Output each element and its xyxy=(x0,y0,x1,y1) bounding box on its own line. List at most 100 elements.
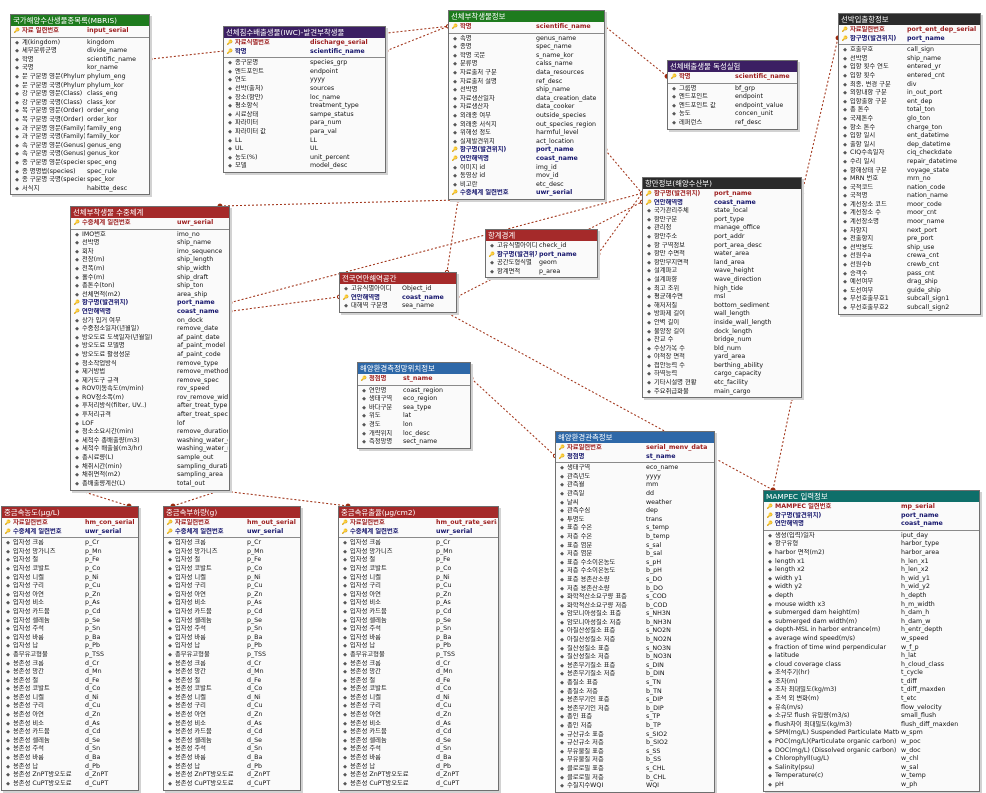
physical-name: p_Ni xyxy=(436,573,450,581)
logical-name: 입자성 크롬 xyxy=(13,539,44,547)
relationship-line xyxy=(229,192,643,304)
attribute-bullet-icon: ◆ xyxy=(843,55,847,62)
physical-name: data_cooker xyxy=(536,103,575,111)
physical-name: sources xyxy=(310,84,335,92)
logical-name: 저층 용존산소량 xyxy=(567,584,610,592)
physical-name: drag_ship xyxy=(907,278,938,286)
attribute-row: ◆과 구분명 국명(Family)family_kor xyxy=(11,133,149,142)
logical-name: 선원수a xyxy=(850,252,872,260)
attribute-bullet-icon: ◆ xyxy=(647,319,651,326)
physical-name: order_kor xyxy=(87,115,117,123)
attribute-bullet-icon: ◆ xyxy=(168,712,172,719)
physical-name: mrn_no xyxy=(907,175,931,183)
logical-name: 실제발견위치 xyxy=(460,137,495,145)
physical-name: s_temp xyxy=(646,524,669,532)
physical-name: b_DO xyxy=(646,584,663,592)
attribute-bullet-icon: ◆ xyxy=(15,134,19,141)
physical-name: ciq_checkdate xyxy=(907,149,952,157)
logical-name: 자료일련번호 xyxy=(567,444,602,451)
attribute-bullet-icon: ◆ xyxy=(843,236,847,243)
logical-name: 암모니아성질소 표층 xyxy=(567,610,622,618)
physical-name: b_TP xyxy=(646,722,661,729)
logical-name: 선체면적(m2) xyxy=(82,290,121,298)
physical-name: scientific_name xyxy=(87,55,137,63)
logical-name: 연안해역명 xyxy=(775,520,804,528)
attribute-bullet-icon: ◆ xyxy=(362,439,366,446)
physical-name: state_local xyxy=(714,207,748,215)
physical-name: ref_desc xyxy=(735,118,762,126)
attribute-row: ◆방오도료 도색일자(년월일)af_paint_date xyxy=(71,334,229,343)
attribute-bullet-icon: ◆ xyxy=(168,626,172,633)
logical-name: 클로로필 저층 xyxy=(567,773,604,781)
logical-name: 과 구분명 영문(Family) xyxy=(22,124,85,132)
attribute-row: ◆POC(mg/L)(Particulate organic carbon)w_… xyxy=(764,738,979,747)
physical-name: treatment_type xyxy=(310,102,359,110)
physical-name: t_etc xyxy=(901,695,917,703)
physical-name: s_CHL xyxy=(646,764,666,772)
foreign-key-icon: 🔑 xyxy=(451,190,459,197)
logical-name: 하역능력 xyxy=(654,370,678,378)
logical-name: 총부유고형물 xyxy=(350,650,385,658)
logical-name: 입자성 주석 xyxy=(175,625,206,633)
logical-name: 모델 xyxy=(235,162,247,170)
entity-harbor[interactable]: 항계경계◆고유식별아이디check_id🔑항구명(발견위치)port_name◆… xyxy=(485,229,598,279)
logical-name: 회차 xyxy=(82,247,94,255)
physical-name: kor_name xyxy=(87,64,118,72)
physical-name: sect_name xyxy=(403,438,438,446)
logical-name: 입자성 아연 xyxy=(350,590,381,598)
attribute-bullet-icon: ◆ xyxy=(343,574,347,581)
logical-name: 클로로필 표층 xyxy=(567,764,604,772)
logical-name: 입자성 철 xyxy=(175,556,201,564)
attribute-row: ◆조석 외 변화(m)t_etc xyxy=(764,695,979,704)
physical-name: etc_desc xyxy=(536,180,564,188)
physical-name: d_Se xyxy=(247,736,263,744)
attribute-bullet-icon: ◆ xyxy=(6,651,10,658)
logical-name: 항계면적 xyxy=(497,267,521,275)
logical-name: 주요취급화물 xyxy=(654,387,689,395)
attribute-bullet-icon: ◆ xyxy=(560,637,564,644)
attribute-row: ◆조차 최대밀도(kg/m3)t_diff_maxden xyxy=(764,686,979,695)
attribute-bullet-icon: ◆ xyxy=(768,704,772,711)
attribute-bullet-icon: ◆ xyxy=(768,644,772,651)
logical-name: 용존성 비소 xyxy=(350,719,381,727)
key-icon: 🔑 xyxy=(73,220,81,226)
logical-name: 과 구분명 국명(Family) xyxy=(22,133,85,141)
attribute-bullet-icon: ◆ xyxy=(168,651,172,658)
logical-name: 학명 xyxy=(22,55,34,63)
physical-name: s_TP xyxy=(646,713,661,721)
attribute-bullet-icon: ◆ xyxy=(672,119,676,126)
foreign-key-row: 🔑항구명(발견위치)port_name xyxy=(449,146,604,155)
attribute-bullet-icon: ◆ xyxy=(168,669,172,676)
logical-name: 채취시간(min) xyxy=(82,462,122,470)
physical-name: sea_type xyxy=(403,403,432,411)
